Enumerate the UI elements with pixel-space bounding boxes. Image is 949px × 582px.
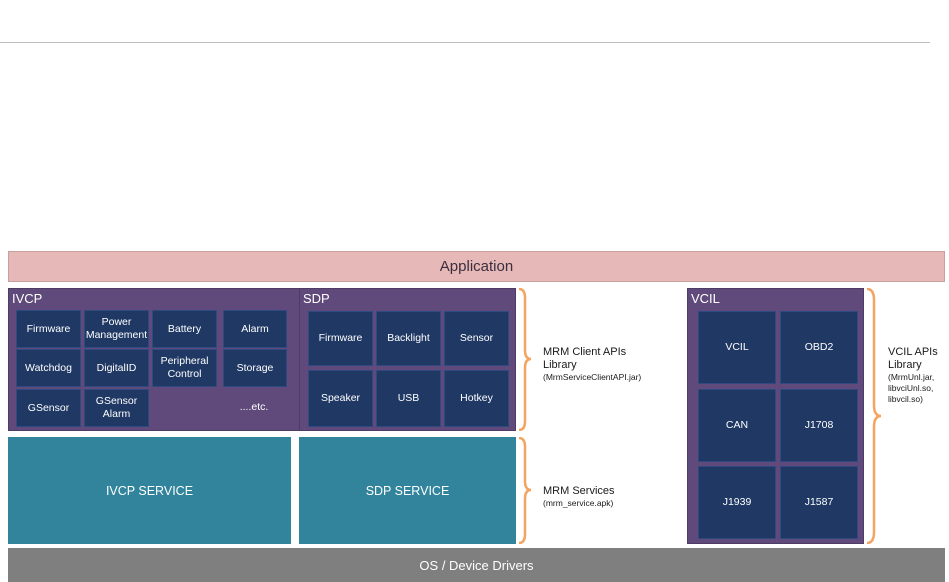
application-label: Application [439, 258, 514, 275]
ivcp-etc: ....etc. [239, 401, 269, 413]
brace-mrm-client [518, 288, 532, 431]
vcil-cell-j1708: J1708 [780, 389, 858, 462]
ivcp-cell-storage: Storage [223, 349, 287, 387]
mrm-client-line1: MRM Client APIs [543, 346, 627, 358]
mrm-services-line1: MRM Services [543, 485, 615, 497]
sdp-title: SDP [303, 291, 330, 306]
ivcp-service-label: IVCP SERVICE [105, 483, 194, 498]
vcil-cell-can: CAN [698, 389, 776, 462]
ivcp-cell-firmware: Firmware [16, 310, 81, 348]
ivcp-cell-alarm: Alarm [223, 310, 287, 348]
ivcp-cell-battery: Battery [152, 310, 217, 348]
sdp-cell-backlight: Backlight [376, 311, 441, 366]
vcil-apis-file3: libvcil.so) [888, 394, 923, 404]
ivcp-service-block: IVCP SERVICE [8, 437, 291, 544]
mrm-services-label: MRM Services (mrm_service.apk) [543, 485, 615, 509]
ivcp-title: IVCP [12, 291, 43, 306]
sdp-cell-sensor: Sensor [444, 311, 509, 366]
vcil-cell-j1587: J1587 [780, 466, 858, 539]
vcil-apis-file2: libvciUnl.so, [888, 383, 934, 393]
ivcp-cell-gsensor: GSensor [16, 389, 81, 427]
sdp-cell-firmware: Firmware [308, 311, 373, 366]
sdp-cell-hotkey: Hotkey [444, 370, 509, 427]
vcil-cell-j1939: J1939 [698, 466, 776, 539]
vcil-apis-line2: Library [888, 359, 922, 371]
sdp-service-block: SDP SERVICE [299, 437, 516, 544]
sdp-cell-speaker: Speaker [308, 370, 373, 427]
os-label: OS / Device Drivers [419, 557, 534, 573]
ivcp-cell-power-management: Power Management [84, 310, 149, 348]
sdp-service-label: SDP SERVICE [365, 483, 450, 498]
vcil-panel: VCIL VCIL OBD2 CAN J1708 J1939 J1587 [687, 288, 864, 544]
mrm-client-line2: Library [543, 359, 577, 371]
ivcp-cell-gsensor-alarm: GSensor Alarm [84, 389, 149, 427]
mrm-client-label: MRM Client APIs Library (MrmServiceClien… [543, 346, 641, 383]
brace-vcil [866, 288, 882, 544]
vcil-cell-vcil: VCIL [698, 311, 776, 384]
vcil-apis-file1: (MrmUnl.jar, [888, 372, 935, 382]
sdp-cell-usb: USB [376, 370, 441, 427]
application-layer: Application [8, 251, 945, 282]
brace-mrm-services [518, 437, 532, 544]
vcil-apis-line1: VCIL APIs [888, 346, 938, 358]
mrm-client-file: (MrmServiceClientAPI.jar) [543, 372, 642, 382]
ivcp-cell-watchdog: Watchdog [16, 349, 81, 387]
ivcp-cell-digitalid: DigitalID [84, 349, 149, 387]
ivcp-cell-peripheral-control: Peripheral Control [152, 349, 217, 387]
vcil-cell-obd2: OBD2 [780, 311, 858, 384]
vcil-title: VCIL [691, 291, 720, 306]
top-divider [0, 42, 930, 43]
sdp-panel: SDP Firmware Backlight Sensor Speaker US… [299, 288, 516, 431]
mrm-services-file: (mrm_service.apk) [543, 498, 614, 508]
os-device-drivers-layer: OS / Device Drivers [8, 548, 945, 582]
vcil-apis-label: VCIL APIs Library (MrmUnl.jar, libvciUnl… [888, 346, 938, 405]
